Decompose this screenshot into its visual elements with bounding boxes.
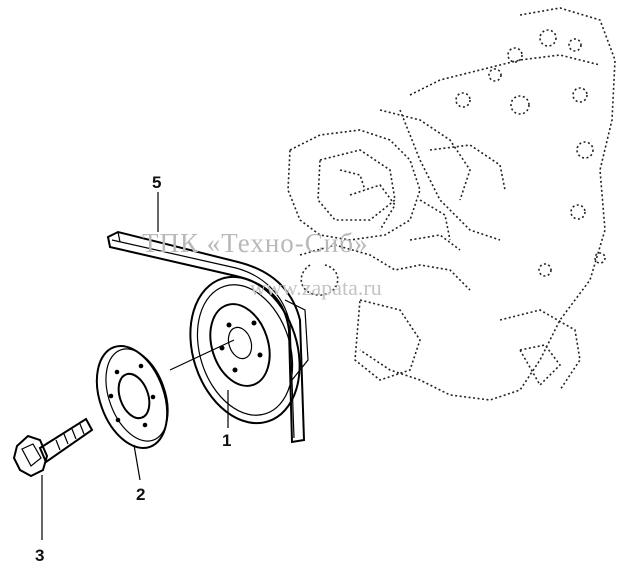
drive-belt (106, 230, 306, 444)
watermark-line2: www.zapata.ru (250, 275, 382, 300)
watermark-line1: ТПК «Техно-Сиб» (142, 228, 368, 258)
hex-bolt (12, 417, 94, 478)
engine-block-phantom (287, 7, 616, 401)
leader-lines (41, 192, 235, 540)
callout-2: 2 (136, 485, 145, 504)
washer-plate (95, 345, 169, 449)
callout-3: 3 (35, 546, 44, 565)
callout-5: 5 (152, 173, 161, 192)
callout-1: 1 (222, 431, 231, 450)
